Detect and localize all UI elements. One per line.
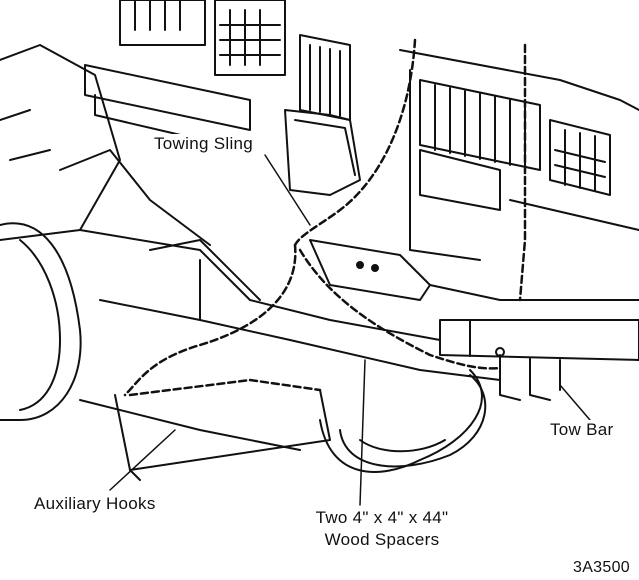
label-spacers-line2: Wood Spacers	[290, 530, 474, 550]
headlamp-assembly	[84, 0, 351, 151]
label-tow-bar: Tow Bar	[548, 420, 616, 440]
label-auxiliary-hooks: Auxiliary Hooks	[32, 494, 158, 514]
bumper	[284, 109, 361, 196]
tire	[0, 222, 82, 421]
towing-sling-leader	[264, 154, 311, 226]
label-towing-sling: Towing Sling	[152, 134, 256, 154]
wood-spacers	[114, 369, 483, 481]
spacers-leader	[359, 359, 366, 506]
figure-code: 3A3500	[571, 558, 632, 578]
tow-bar	[439, 319, 639, 401]
tow-bar-leader	[559, 384, 591, 421]
label-spacers-line1: Two 4" x 4" x 44"	[290, 508, 474, 528]
leader-lines	[109, 154, 591, 506]
rear-wheel	[339, 374, 487, 468]
frame	[79, 229, 501, 451]
sling-crossbar	[309, 239, 639, 301]
auxiliary-hooks-leader	[109, 429, 176, 491]
chains	[123, 38, 527, 397]
right-grille	[399, 49, 639, 261]
